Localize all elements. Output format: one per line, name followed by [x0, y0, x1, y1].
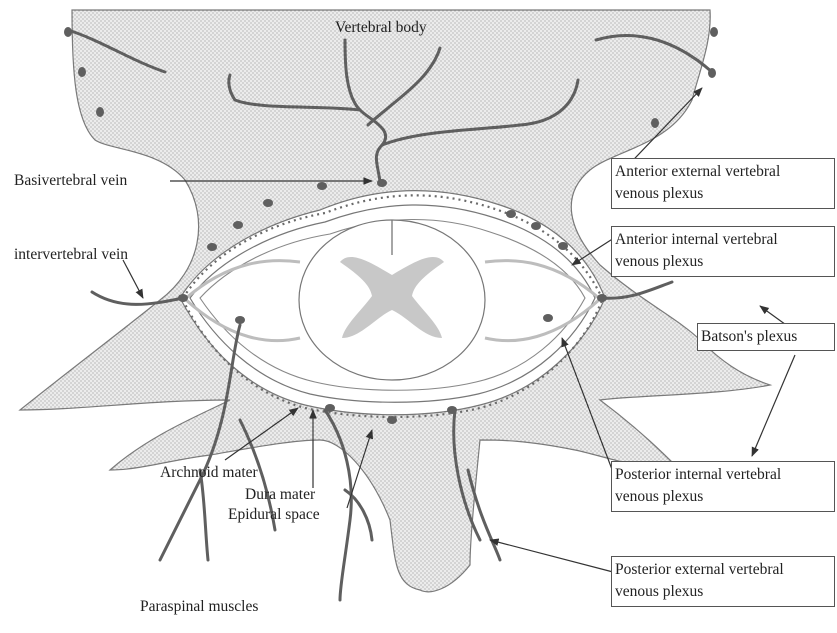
paraspinal-muscles-label: Paraspinal muscles [140, 597, 258, 616]
batsons-plexus-box: Batson's plexus [697, 323, 835, 351]
posterior-internal-plexus-box: Posterior internal vertebral venous plex… [611, 461, 835, 512]
posterior-external-line-1: Posterior external vertebral [615, 559, 832, 581]
anterior-external-plexus-box: Anterior external vertebral venous plexu… [611, 158, 835, 209]
posterior-internal-line-1: Posterior internal vertebral [615, 464, 832, 486]
dura-mater-label: Dura mater [245, 485, 315, 504]
posterior-external-plexus-box: Posterior external vertebral venous plex… [611, 556, 835, 607]
anterior-internal-line-2: venous plexus [615, 251, 832, 273]
anterior-external-line-2: venous plexus [615, 183, 832, 205]
anterior-internal-line-1: Anterior internal vertebral [615, 229, 832, 251]
anterior-internal-plexus-box: Anterior internal vertebral venous plexu… [611, 226, 835, 277]
posterior-external-line-2: venous plexus [615, 581, 832, 603]
intervertebral-vein-label: intervertebral vein [14, 245, 128, 264]
batsons-plexus-label: Batson's plexus [701, 326, 832, 348]
anterior-external-line-1: Anterior external vertebral [615, 161, 832, 183]
vertebral-body-label: Vertebral body [335, 18, 427, 37]
archnoid-mater-label: Archnoid mater [160, 463, 258, 482]
posterior-internal-line-2: venous plexus [615, 486, 832, 508]
basivertebral-vein-label: Basivertebral vein [14, 171, 127, 190]
epidural-space-label: Epidural space [228, 505, 320, 524]
